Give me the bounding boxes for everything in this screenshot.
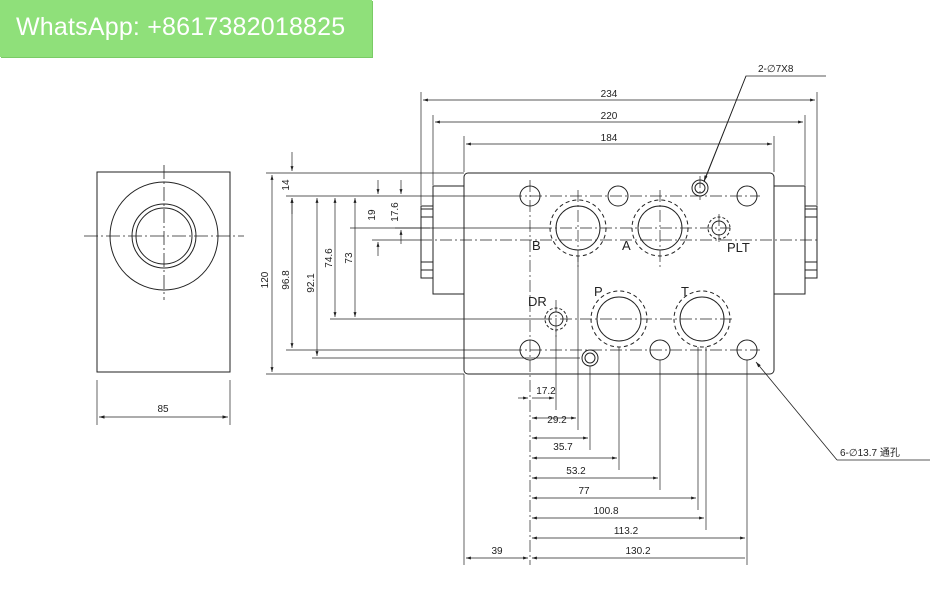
- dim-74-6: 74.6: [324, 248, 335, 268]
- dim-17-2: 17.2: [536, 386, 556, 397]
- dim-220: 220: [601, 111, 618, 122]
- dim-39: 39: [491, 546, 503, 557]
- top-dimensions: [420, 92, 818, 205]
- callout-leaders: [703, 75, 930, 461]
- dim-19: 19: [367, 209, 378, 221]
- dim-77: 77: [578, 486, 590, 497]
- banner-text: WhatsApp: +8617382018825: [16, 13, 346, 41]
- port-labels: B A PLT DR P T: [528, 238, 750, 309]
- dim-29-2: 29.2: [547, 415, 567, 426]
- dim-17-6: 17.6: [390, 202, 401, 222]
- valve-body: [420, 172, 818, 375]
- port-dr-label: DR: [528, 294, 547, 309]
- dim-73: 73: [344, 252, 355, 264]
- callout-through-holes: 6-∅13.7 通孔: [840, 447, 900, 459]
- side-view: [84, 165, 244, 425]
- port-p-label: P: [594, 284, 603, 299]
- valve-plate: [463, 172, 775, 375]
- port-b-label: B: [532, 238, 541, 253]
- dim-35-7: 35.7: [553, 442, 573, 453]
- dim-85: 85: [157, 404, 169, 415]
- dim-14: 14: [281, 179, 292, 191]
- port-plt-label: PLT: [727, 240, 750, 255]
- port-t-label: T: [681, 284, 689, 299]
- dim-120: 120: [260, 271, 271, 288]
- callout-small-holes: 2-∅7X8: [758, 64, 794, 75]
- dim-92-1: 92.1: [306, 273, 317, 293]
- valve-ports: [519, 179, 758, 367]
- dim-53-2: 53.2: [566, 466, 586, 477]
- bottom-dimensions: [463, 256, 748, 565]
- dim-184: 184: [601, 133, 618, 144]
- dim-130-2: 130.2: [625, 546, 650, 557]
- left-dimensions: [266, 152, 580, 375]
- dim-113-2: 113.2: [614, 526, 639, 537]
- dim-234: 234: [601, 89, 618, 100]
- dimension-labels: 234 220 184 14 19 17.6 120 96.8 92.1 74.…: [157, 64, 899, 557]
- port-a-label: A: [622, 238, 631, 253]
- whatsapp-banner: WhatsApp: +8617382018825: [0, 0, 372, 57]
- side-view-body: [96, 171, 231, 373]
- dim-96-8: 96.8: [281, 270, 292, 290]
- dim-100-8: 100.8: [593, 506, 618, 517]
